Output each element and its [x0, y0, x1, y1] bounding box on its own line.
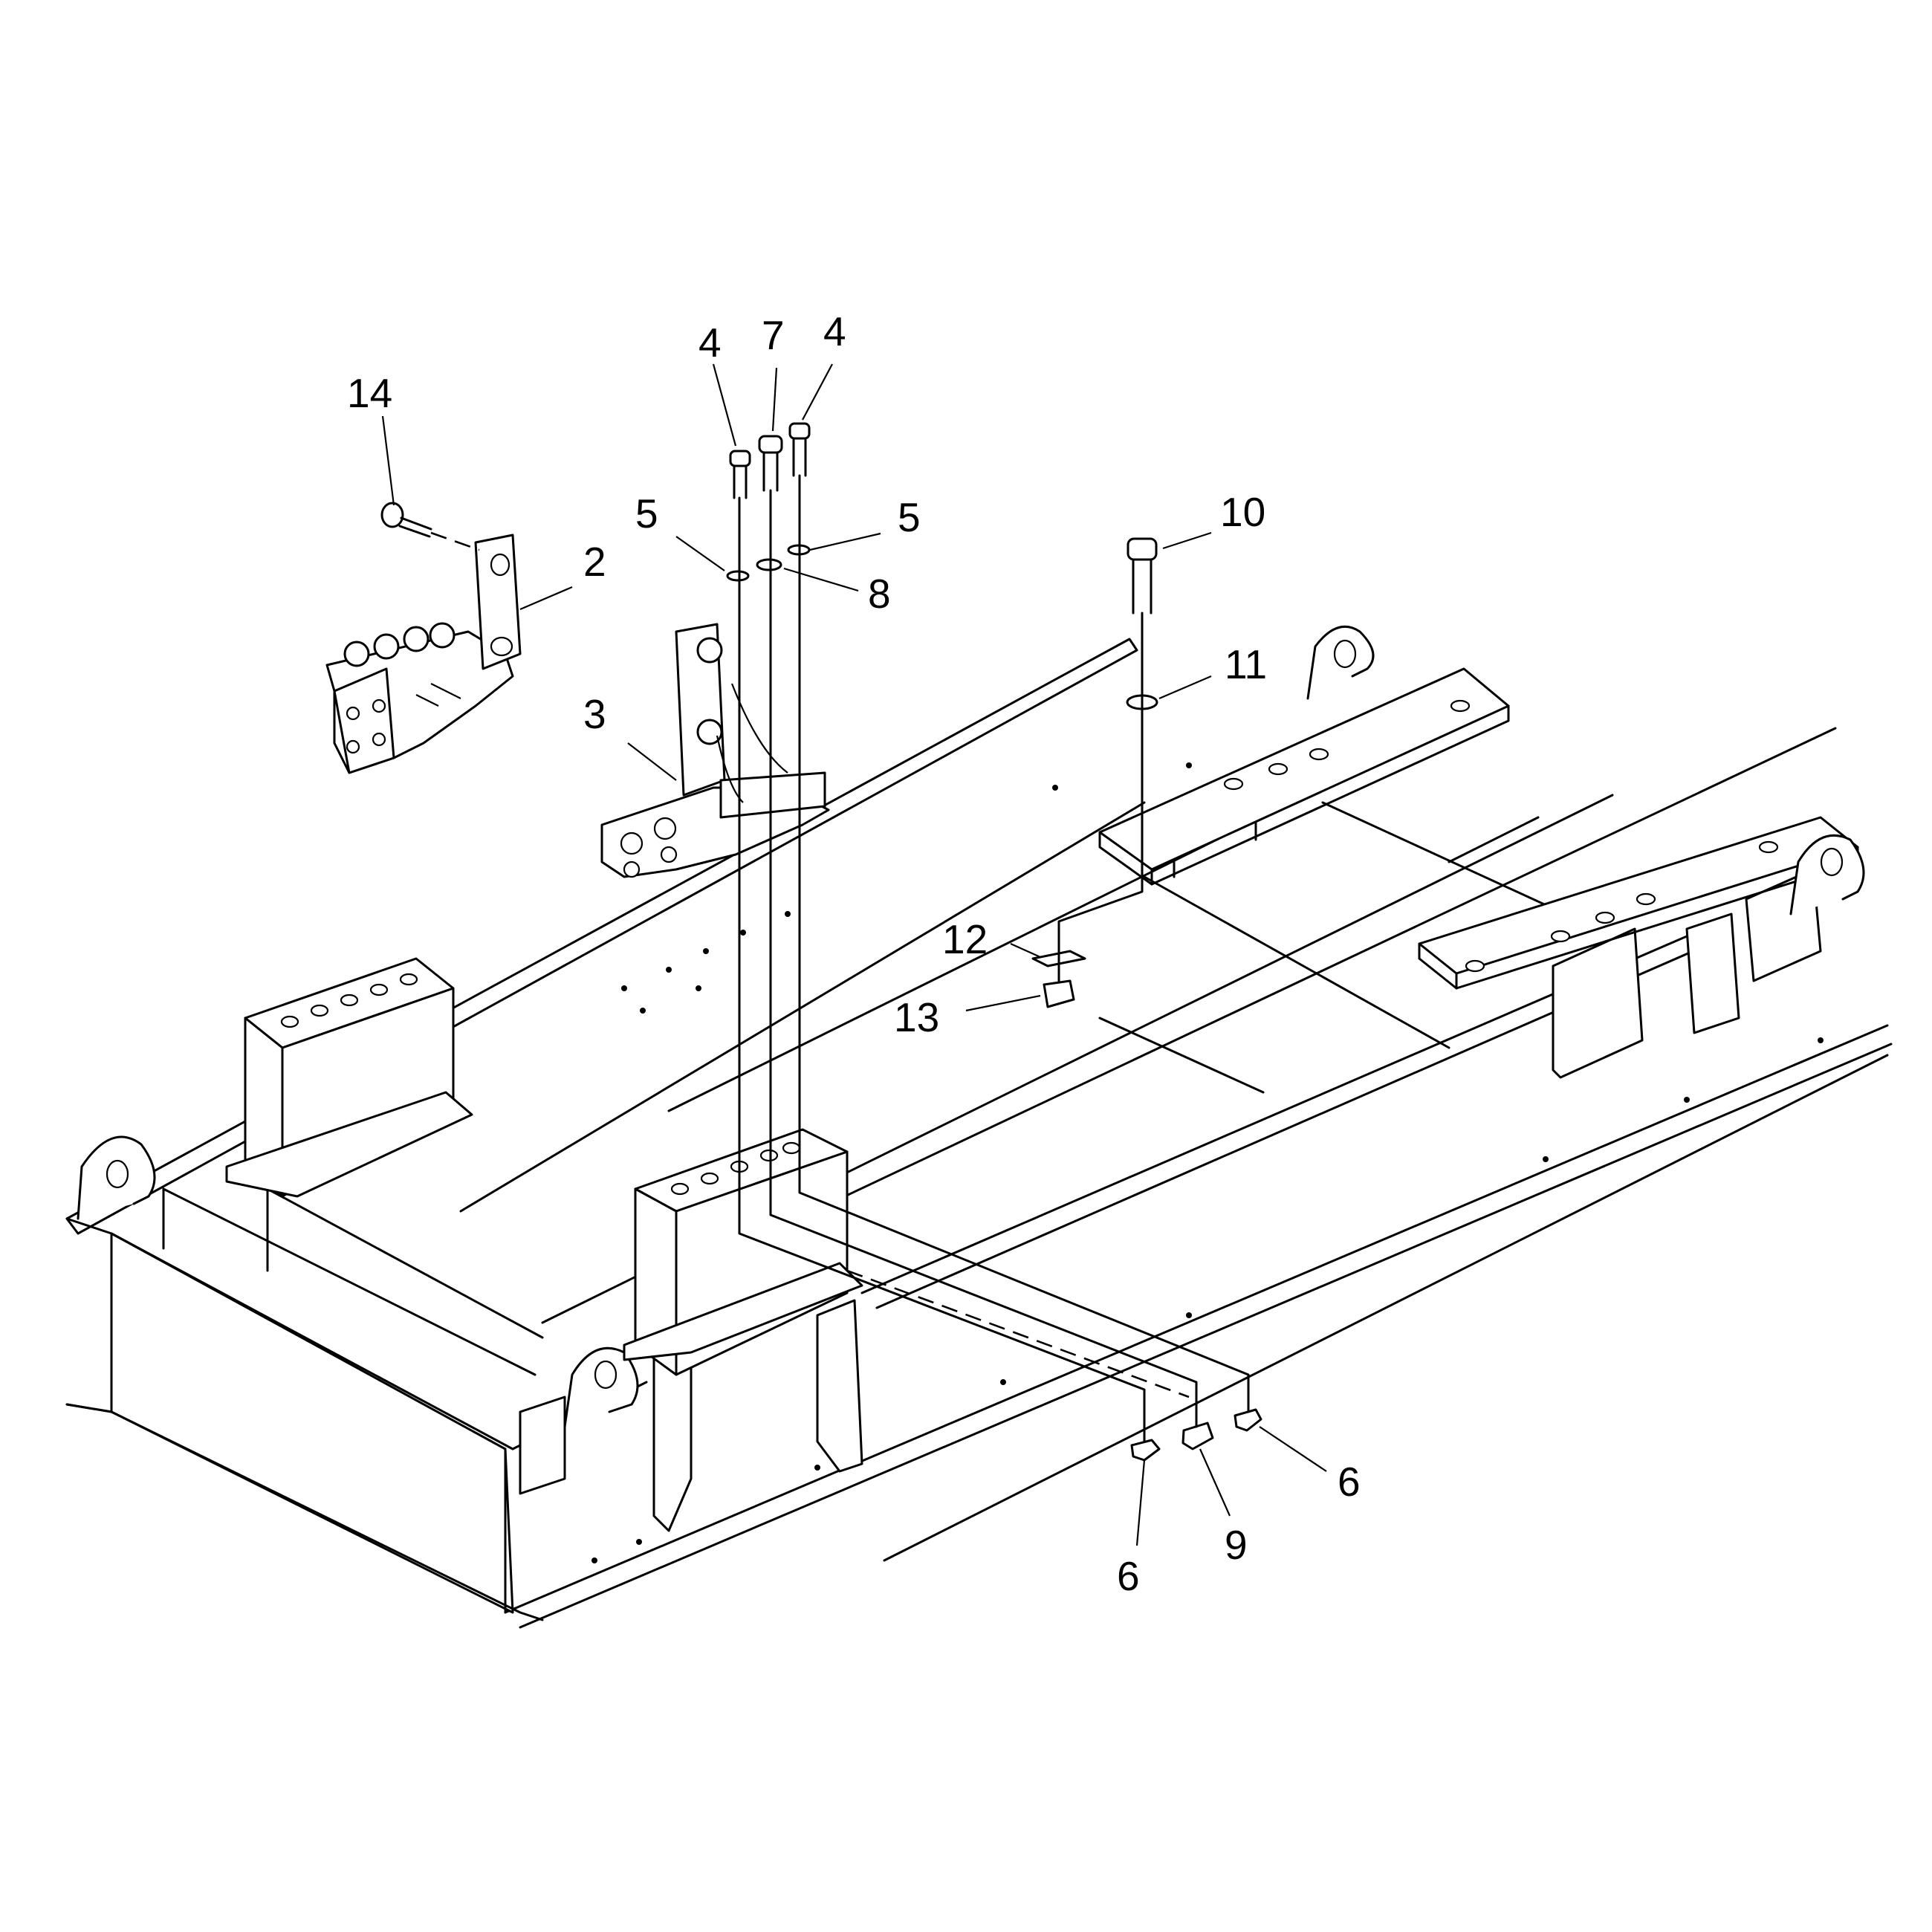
bracket-part-2 [325, 534, 522, 774]
callout-4-right: 4 [823, 308, 846, 354]
callout-11: 11 [1225, 641, 1267, 687]
callout-4-left: 4 [698, 320, 722, 366]
callout-2: 2 [583, 539, 606, 585]
callout-9: 9 [1225, 1522, 1248, 1568]
frame-rivets [591, 762, 1824, 1563]
callout-5-right: 5 [898, 494, 921, 540]
callout-3: 3 [583, 691, 606, 737]
leader-lines [381, 363, 1327, 1546]
bolt-part-4-right [788, 422, 811, 477]
callout-10: 10 [1220, 489, 1265, 535]
callout-6-left: 6 [1117, 1553, 1140, 1599]
front-mounting-block [623, 1128, 863, 1376]
bolt-part-10 [1127, 537, 1158, 615]
callout-13: 13 [894, 994, 939, 1040]
assembly-lines [738, 474, 1250, 1443]
bolt-part-7 [758, 435, 783, 492]
callout-14: 14 [347, 370, 392, 416]
lifting-eye-front-right [1789, 834, 1865, 915]
callout-5-left: 5 [635, 490, 658, 537]
callout-12: 12 [942, 916, 988, 962]
lifting-eye-front-left [563, 1346, 639, 1428]
lifting-eye-rear-right [1306, 625, 1375, 700]
bolt-part-14 [380, 502, 480, 551]
callout-7: 7 [762, 312, 785, 358]
main-frame [65, 625, 1893, 1629]
bracket-part-3 [600, 623, 830, 878]
callout-8: 8 [868, 571, 891, 617]
rear-mounting-block [225, 957, 473, 1198]
nut-part-6-left [1130, 1439, 1161, 1462]
nut-part-6-right [1234, 1408, 1262, 1432]
plate-holes [1223, 699, 1779, 973]
callout-6-right: 6 [1338, 1459, 1361, 1505]
callout-labels: 14 2 3 4 7 4 5 5 8 10 11 12 13 6 9 6 [347, 308, 1361, 1599]
bolt-part-4-left [729, 450, 751, 499]
nut-part-13 [1043, 979, 1075, 1008]
lifting-eye-rear-left [77, 1135, 156, 1220]
nut-part-9 [1181, 1422, 1214, 1450]
